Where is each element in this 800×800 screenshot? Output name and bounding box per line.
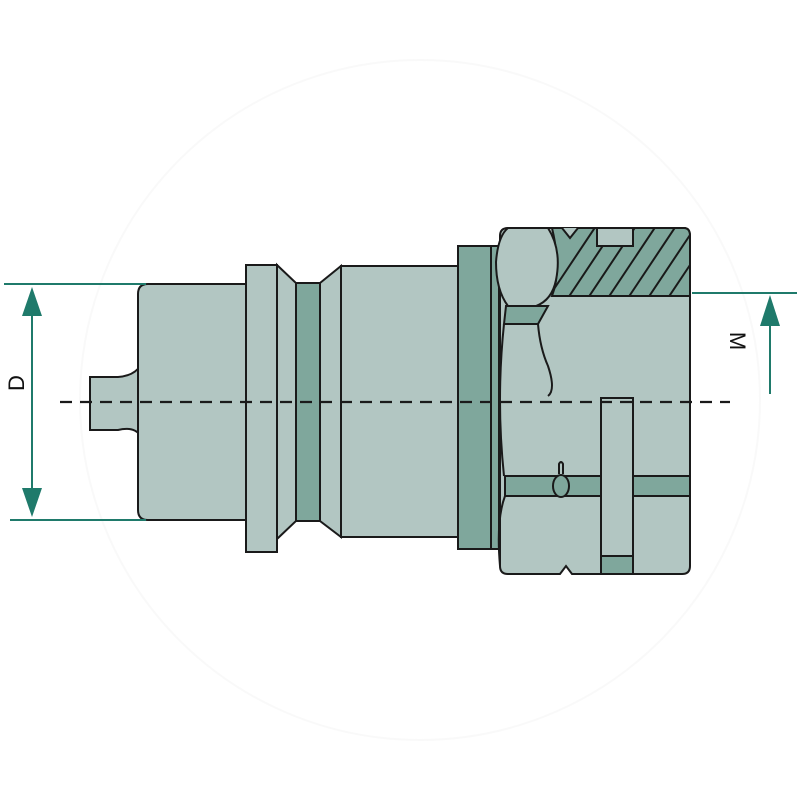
bleed-hole: [552, 474, 570, 498]
nose-tip: [89, 361, 142, 440]
locking-pin-tip: [600, 555, 634, 575]
front-body: [137, 283, 248, 521]
collar: [245, 264, 278, 553]
hex-band-bottom: [504, 475, 691, 497]
dimension-label-m: M: [725, 331, 750, 351]
dimension-m: [692, 292, 797, 394]
hatched-section: [550, 227, 691, 297]
hex-flange-inner: [490, 245, 500, 550]
hex-edge-left: [499, 323, 505, 477]
dimension-d: [4, 283, 146, 521]
hex-edge-curve: [537, 323, 553, 397]
dimension-label-d: D: [4, 375, 29, 391]
locking-pin: [600, 397, 634, 575]
bleed-hole-stem: [558, 461, 564, 474]
hex-bulge-top: [494, 227, 559, 307]
watermark: [79, 59, 761, 741]
hex-flange: [457, 245, 493, 550]
hex-bulge-bottom: [497, 495, 506, 567]
